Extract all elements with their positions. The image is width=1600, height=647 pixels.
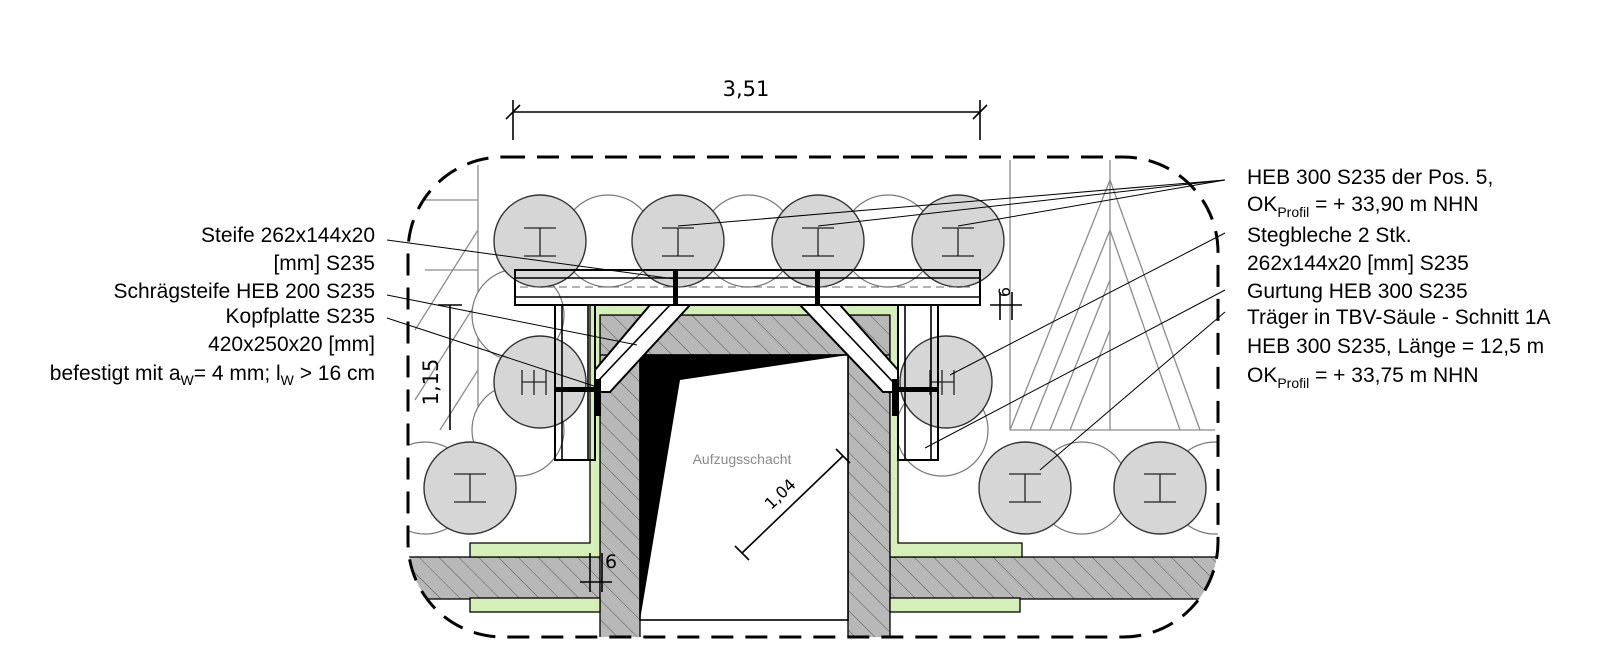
dimension-shaft-diagonal: 1,04 [734,448,851,561]
label-steife: Steife 262x144x20 [201,224,375,247]
label-kopfplatte-size: 420x250x20 [mm] [208,333,375,356]
top-steel-beam [514,269,981,306]
background-bracing-lines [414,160,1215,431]
leader-lines [386,179,1226,471]
label-ok-profil-2: OKProfil = + 33,75 m NHN [1247,364,1479,391]
label-kopfplatte: Kopfplatte S235 [226,305,375,328]
label-steife-line2: [mm] S235 [273,252,375,275]
pile-ibeams [454,227,1176,503]
dimension-right-small: 6 [990,287,1022,320]
label-stegbleche-size: 262x144x20 [mm] S235 [1247,252,1469,275]
dimension-left-height: 1,15 [419,304,462,430]
label-ok-profil-1: OKProfil = + 33,90 m NHN [1247,193,1479,220]
insulation-layer [469,304,1023,613]
label-heb300-pos5: HEB 300 S235 der Pos. 5, [1247,166,1493,189]
dimension-right-label: 6 [995,287,1014,297]
label-stegbleche: Stegbleche 2 Stk. [1247,224,1412,247]
label-gurtung: Gurtung HEB 300 S235 [1247,280,1468,303]
room-label: Aufzugsschacht [693,451,792,467]
side-columns [554,304,939,461]
label-befestigt: befestigt mit aW= 4 mm; lW > 16 cm [50,362,375,388]
dimension-wall-left: 6 [580,551,617,592]
left-annotations: Steife 262x144x20 [mm] S235 Schrägsteife… [50,224,375,388]
excavation-outline [406,155,1220,639]
label-schraegsteife: Schrägsteife HEB 200 S235 [114,280,376,303]
elevator-shaft [639,354,849,621]
right-annotations: HEB 300 S235 der Pos. 5, OKProfil = + 33… [1247,166,1550,391]
dimension-height-label: 1,15 [419,359,443,406]
construction-area [408,160,1218,637]
dimension-wall-label: 6 [605,551,617,573]
label-traeger: Träger in TBV-Säule - Schnitt 1A [1247,306,1550,329]
label-traeger-length: HEB 300 S235, Länge = 12,5 m [1247,335,1544,358]
dimension-width-label: 3,51 [723,77,770,101]
diagonal-braces [594,304,899,416]
dimension-top: 3,51 [505,77,988,140]
